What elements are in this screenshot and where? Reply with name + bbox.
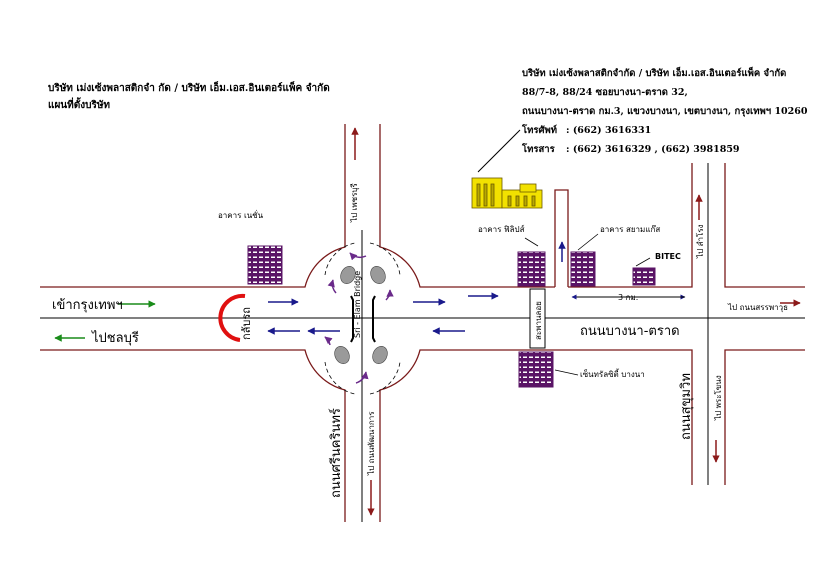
- traffic-arrows: [267, 241, 566, 335]
- centre-lines: [40, 163, 805, 522]
- factory-pointer: [477, 129, 521, 173]
- factory-building: [471, 177, 543, 209]
- header-left: บริษัท เม่งเซ้งพลาสติกจำ กัด / บริษัท เอ…: [48, 80, 330, 114]
- bridge-brackets: [350, 295, 376, 343]
- building-philips-label: อาคาร ฟิลิปส์: [478, 224, 525, 234]
- telephone-label: โทรศัพท์: [522, 125, 558, 136]
- telephone-value: : (662) 3616331: [566, 125, 652, 136]
- to-phrakhanong-label: ไป พระโขนง: [713, 375, 723, 421]
- pedestrian-bridge: [529, 288, 546, 349]
- company-name: บริษัท เม่งเซ้งพลาสติกจำกัด / บริษัท เอ็…: [522, 68, 787, 79]
- roundabout-rings: [324, 242, 401, 395]
- fax-row: โทรสาร : (662) 3616329 , (662) 3981859: [522, 140, 808, 159]
- to-phatthanakan-label: ไป ถนนพัฒนาการ: [367, 411, 376, 476]
- roundabout-islands: [334, 266, 388, 364]
- bitec-label: BITEC: [655, 252, 681, 261]
- fax-label: โทรสาร: [522, 144, 555, 155]
- building-siamgas-label: อาคาร สยามแก๊ส: [600, 224, 660, 234]
- building-philips: [517, 251, 546, 287]
- building-siamgas: [570, 251, 596, 287]
- telephone-row: โทรศัพท์ : (662) 3616331: [522, 121, 808, 140]
- bangna-trad-road-label: ถนนบางนา-ตราด: [580, 324, 680, 339]
- srinakarin-road-label: ถนนศรีนครินทร์: [328, 408, 344, 498]
- pedestrian-bridge-label: สะพานลอย: [534, 301, 543, 340]
- bridge-label: Sri - Elam Bridge: [353, 271, 362, 338]
- road-network: [40, 124, 805, 522]
- header-left-company: บริษัท เม่งเซ้งพลาสติกจำ กัด / บริษัท เอ…: [48, 83, 330, 94]
- header-left-subtitle: แผนที่ตั้งบริษัท: [48, 100, 111, 111]
- distance-label: 3 กม.: [618, 293, 638, 302]
- sukhumvit-road-label: ถนนสุขุมวิท: [679, 373, 694, 440]
- fax-value: : (662) 3616329 , (662) 3981859: [566, 144, 740, 155]
- header-right: บริษัท เม่งเซ้งพลาสติกจำกัด / บริษัท เอ็…: [522, 64, 808, 159]
- uturn-label: กลับรถ: [240, 307, 253, 340]
- circulation-arrows: [324, 252, 394, 384]
- to-chonburi-label: ไปชลบุรี: [91, 330, 139, 346]
- to-bangkok-label: เข้ากรุงเทพฯ: [52, 298, 123, 313]
- building-nation: [247, 245, 283, 285]
- building-nation-label: อาคาร เนชั่น: [218, 209, 264, 220]
- address-line-2: ถนนบางนา-ตราด กม.3, แขวงบางนา, เขตบางนา,…: [522, 106, 808, 117]
- building-central: [518, 351, 554, 388]
- uturn-arc: [218, 293, 246, 342]
- to-sanpawut-label: ไป ถนนสรรพาวุธ: [727, 303, 788, 312]
- building-bitec: [632, 267, 656, 286]
- to-phetburi-label: ไป เพชรบุรี: [350, 183, 359, 223]
- central-label: เซ็นทรัลซิตี้ บางนา: [580, 368, 645, 379]
- to-samrong-label: ไป สำโรง: [695, 224, 705, 259]
- address-line-1: 88/7-8, 88/24 ซอยบางนา-ตราด 32,: [522, 87, 688, 98]
